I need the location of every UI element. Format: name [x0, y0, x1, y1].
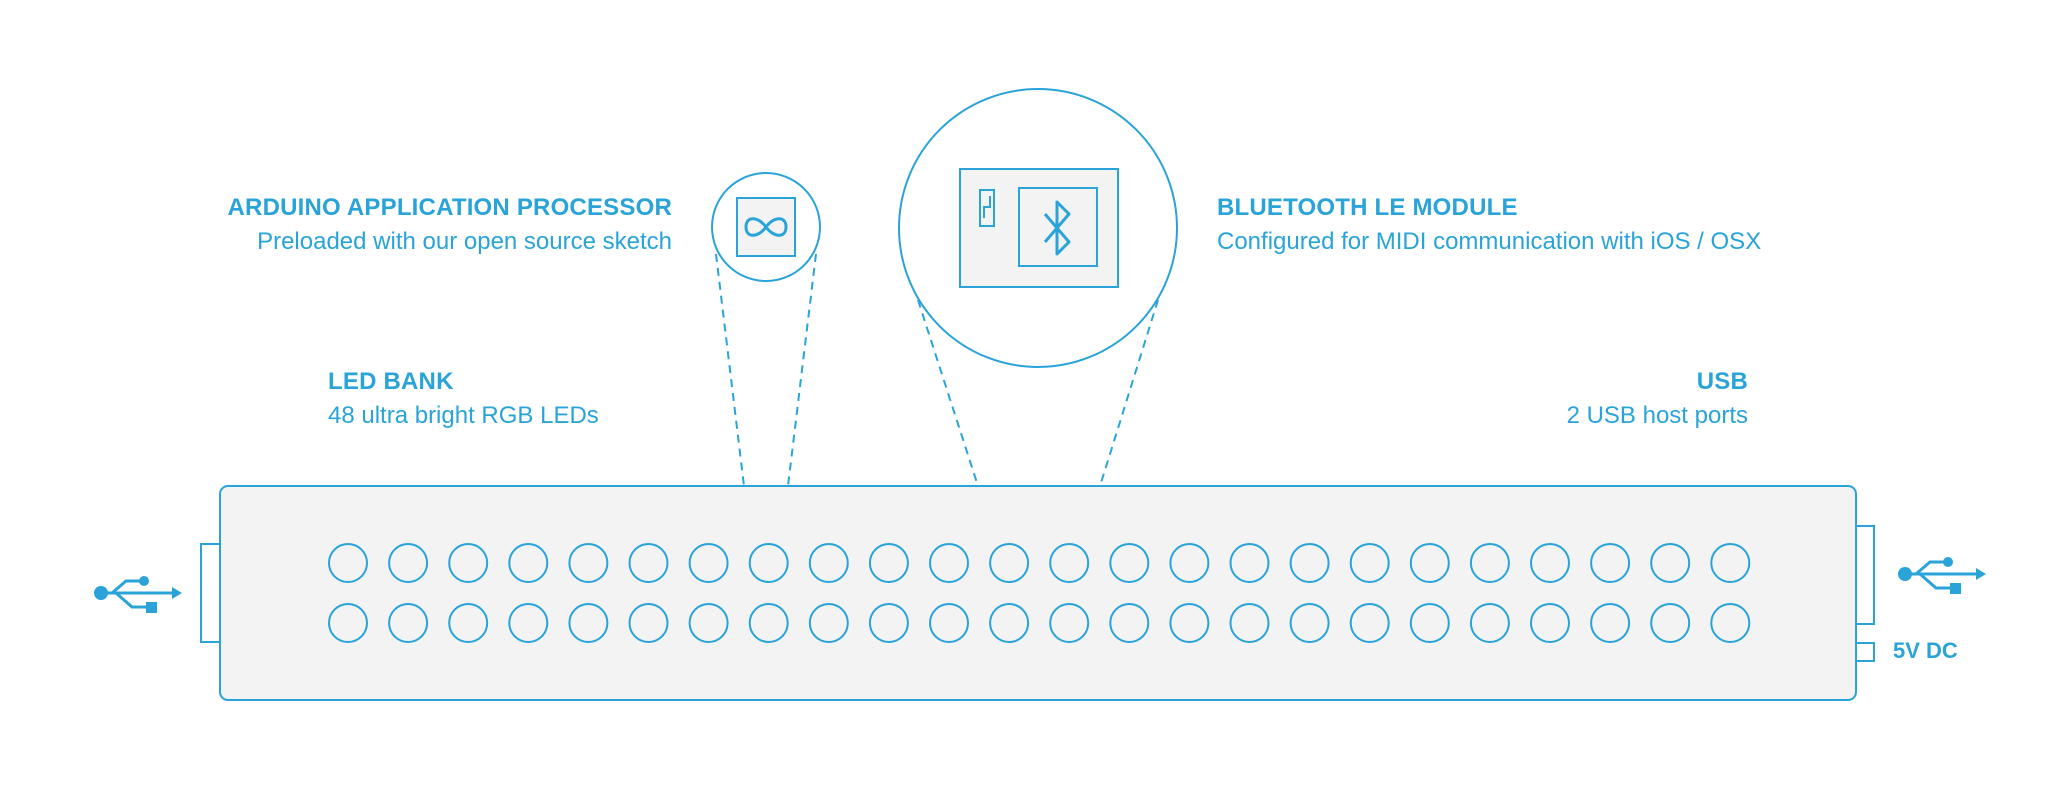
arduino-title: ARDUINO APPLICATION PROCESSOR — [227, 194, 672, 221]
led-2-5 — [568, 603, 609, 643]
led-2-15 — [1169, 603, 1210, 643]
led-grid — [328, 543, 1751, 643]
led-2-13 — [1049, 603, 1090, 643]
led-2-19 — [1409, 603, 1450, 643]
led-1-3 — [448, 543, 489, 583]
bluetooth-description: Configured for MIDI communication with i… — [1217, 228, 1762, 255]
led-1-20 — [1469, 543, 1510, 583]
power-label: 5V DC — [1893, 638, 1958, 663]
led-1-13 — [1049, 543, 1090, 583]
led-2-23 — [1650, 603, 1691, 643]
led-2-14 — [1109, 603, 1150, 643]
led-1-24 — [1710, 543, 1751, 583]
device-body — [219, 485, 1857, 701]
bluetooth-label: BLUETOOTH LE MODULE Configured for MIDI … — [1217, 191, 1761, 259]
led-2-22 — [1590, 603, 1631, 643]
arduino-label: ARDUINO APPLICATION PROCESSOR Preloaded … — [130, 191, 673, 259]
led-1-14 — [1109, 543, 1150, 583]
led-1-18 — [1349, 543, 1390, 583]
arduino-description: Preloaded with our open source sketch — [257, 228, 672, 255]
led-2-17 — [1289, 603, 1330, 643]
bluetooth-antenna — [979, 189, 995, 227]
led-1-10 — [868, 543, 909, 583]
led-2-2 — [388, 603, 429, 643]
led-1-7 — [688, 543, 729, 583]
led-2-18 — [1349, 603, 1390, 643]
led-1-21 — [1530, 543, 1570, 583]
arduino-infinity-icon — [744, 217, 788, 237]
led-1-8 — [748, 543, 789, 583]
led-1-11 — [929, 543, 969, 583]
usb-port-right — [1855, 525, 1875, 625]
led-2-24 — [1710, 603, 1751, 643]
led-1-2 — [388, 543, 429, 583]
led-1-4 — [508, 543, 549, 583]
led-1-1 — [328, 543, 368, 583]
bluetooth-title: BLUETOOTH LE MODULE — [1217, 194, 1518, 221]
led-2-16 — [1229, 603, 1270, 643]
led-2-21 — [1530, 603, 1570, 643]
power-port — [1855, 642, 1875, 662]
led-bank-title: LED BANK — [328, 368, 454, 395]
led-2-4 — [508, 603, 549, 643]
bluetooth-icon — [1043, 200, 1071, 256]
usb-icon-right — [1898, 557, 1986, 594]
led-2-12 — [989, 603, 1030, 643]
led-1-17 — [1289, 543, 1330, 583]
usb-icon-left — [94, 576, 182, 613]
led-1-15 — [1169, 543, 1210, 583]
usb-description: 2 USB host ports — [1566, 402, 1748, 429]
usb-label: USB 2 USB host ports — [1448, 365, 1748, 433]
led-1-9 — [808, 543, 849, 583]
led-1-22 — [1590, 543, 1631, 583]
led-bank-label: LED BANK 48 ultra bright RGB LEDs — [328, 365, 599, 433]
usb-title: USB — [1696, 368, 1748, 395]
led-2-20 — [1469, 603, 1510, 643]
led-1-5 — [568, 543, 609, 583]
led-bank-description: 48 ultra bright RGB LEDs — [328, 402, 599, 429]
led-2-3 — [448, 603, 489, 643]
led-2-9 — [808, 603, 849, 643]
led-2-10 — [868, 603, 909, 643]
led-1-6 — [628, 543, 669, 583]
led-1-19 — [1409, 543, 1450, 583]
led-2-11 — [929, 603, 969, 643]
led-2-7 — [688, 603, 729, 643]
bluetooth-leader-lines — [917, 299, 1159, 487]
led-2-8 — [748, 603, 789, 643]
led-2-6 — [628, 603, 669, 643]
led-2-1 — [328, 603, 368, 643]
led-1-23 — [1650, 543, 1691, 583]
arduino-leader-lines — [715, 253, 817, 487]
led-1-12 — [989, 543, 1030, 583]
led-1-16 — [1229, 543, 1270, 583]
usb-port-left — [200, 543, 221, 643]
